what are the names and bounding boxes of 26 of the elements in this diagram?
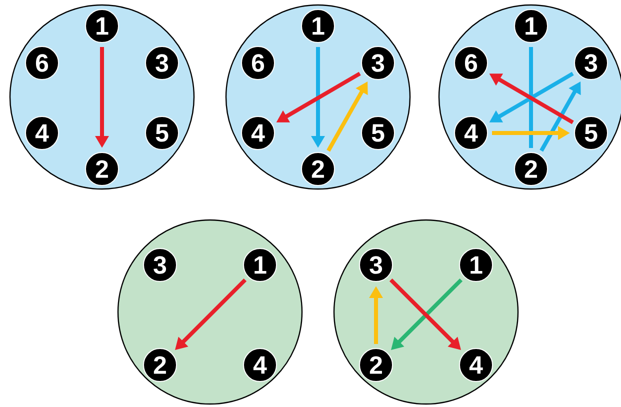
number-badge: 1 bbox=[459, 248, 493, 282]
number-badge: 4 bbox=[241, 116, 275, 150]
number-badge: 6 bbox=[454, 46, 488, 80]
number-badge: 2 bbox=[143, 348, 177, 382]
number-badge: 4 bbox=[459, 348, 493, 382]
number-badge: 4 bbox=[454, 116, 488, 150]
number-badge: 6 bbox=[241, 46, 275, 80]
number-badge: 1 bbox=[243, 248, 277, 282]
number-badge: 1 bbox=[301, 9, 335, 43]
number-badge: 3 bbox=[361, 46, 395, 80]
number-badge: 3 bbox=[574, 46, 608, 80]
number-badge: 1 bbox=[514, 9, 548, 43]
number-badge: 3 bbox=[359, 248, 393, 282]
number-badge: 3 bbox=[143, 248, 177, 282]
number-badge: 2 bbox=[301, 152, 335, 186]
number-badge: 2 bbox=[85, 152, 119, 186]
number-badge: 2 bbox=[514, 152, 548, 186]
number-badge: 3 bbox=[145, 46, 179, 80]
number-badge: 4 bbox=[243, 348, 277, 382]
number-badge: 5 bbox=[574, 116, 608, 150]
number-badge: 5 bbox=[145, 116, 179, 150]
number-badge: 1 bbox=[85, 9, 119, 43]
number-badge: 6 bbox=[25, 46, 59, 80]
number-badge: 5 bbox=[361, 116, 395, 150]
number-badge: 4 bbox=[25, 116, 59, 150]
number-badge: 2 bbox=[359, 348, 393, 382]
